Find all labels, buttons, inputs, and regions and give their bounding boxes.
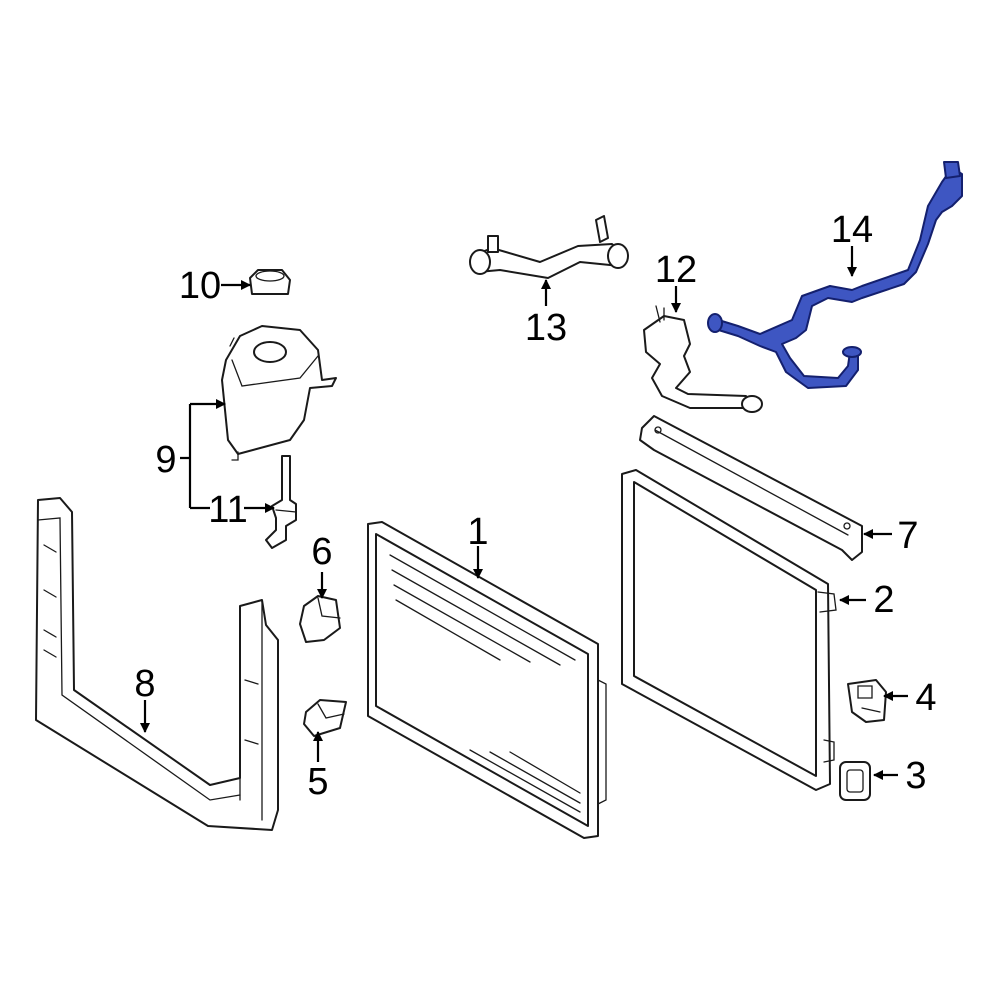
part-1-condenser[interactable] xyxy=(367,521,607,839)
callout-1: 1 xyxy=(467,511,488,553)
part-5-mount[interactable] xyxy=(303,699,347,737)
callout-11: 11 xyxy=(208,489,247,531)
callout-7: 7 xyxy=(897,515,918,557)
part-11-level-sensor[interactable] xyxy=(265,455,297,549)
callout-13: 13 xyxy=(525,307,567,349)
part-6-mount[interactable] xyxy=(299,595,341,643)
callout-4: 4 xyxy=(915,677,936,719)
leader-9-bracket xyxy=(180,404,192,508)
part-10-cap[interactable] xyxy=(249,269,291,295)
part-8-radiator-support[interactable] xyxy=(35,497,279,831)
part-14-coolant-line[interactable] xyxy=(707,161,963,389)
callout-8: 8 xyxy=(134,663,155,705)
part-13-upper-hose[interactable] xyxy=(469,215,629,279)
part-3-grommet[interactable] xyxy=(839,761,871,801)
callout-2: 2 xyxy=(873,579,894,621)
part-9-expansion-tank[interactable] xyxy=(221,325,337,461)
callout-labels: 1 2 3 4 5 6 7 8 9 10 11 12 13 14 xyxy=(134,209,936,803)
callout-14: 14 xyxy=(831,209,873,251)
part-2-radiator[interactable] xyxy=(621,469,837,791)
part-12-hose[interactable] xyxy=(643,305,763,413)
part-7-upper-bracket[interactable] xyxy=(639,415,863,561)
callout-10: 10 xyxy=(179,265,221,307)
callout-9: 9 xyxy=(155,439,176,481)
part-4-bracket[interactable] xyxy=(847,679,887,723)
callout-5: 5 xyxy=(307,761,328,803)
callout-12: 12 xyxy=(655,249,697,291)
callout-3: 3 xyxy=(905,755,926,797)
leader-lines xyxy=(140,246,908,780)
callout-6: 6 xyxy=(311,531,332,573)
